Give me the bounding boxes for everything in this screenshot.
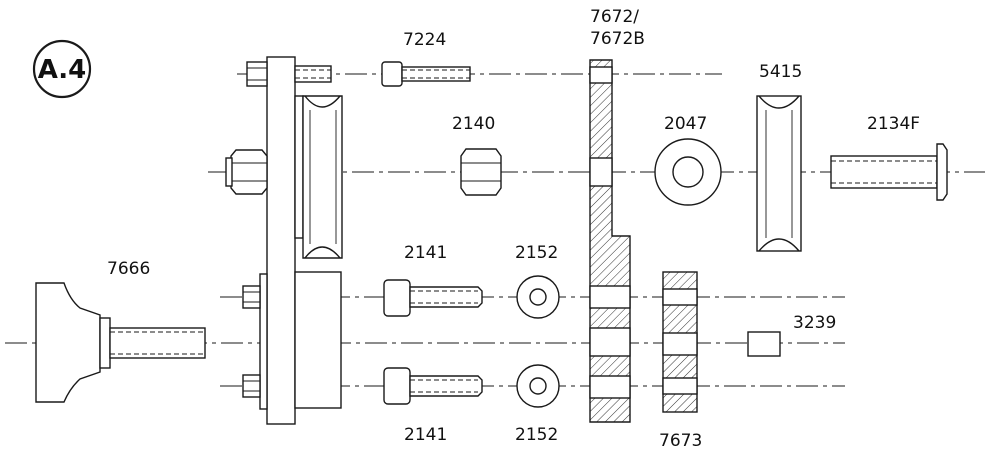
part-2141-screw-bottom: [383, 367, 483, 405]
label-2047: 2047: [664, 114, 707, 134]
part-2152-washer-top: [516, 275, 560, 319]
part-7672-plate: [589, 59, 631, 423]
label-2152-bottom: 2152: [515, 425, 558, 445]
label-2141-top: 2141: [404, 243, 447, 263]
part-7666-knob: [35, 282, 206, 403]
label-7224: 7224: [403, 30, 446, 50]
part-2047-washer: [654, 138, 722, 206]
part-7224-screw: [381, 61, 471, 87]
part-7673-gear: [662, 271, 698, 413]
label-2140: 2140: [452, 114, 495, 134]
label-7666: 7666: [107, 259, 150, 279]
part-2140-nut: [460, 148, 502, 196]
label-7672-line1: 7672/: [590, 7, 639, 27]
part-3239-block: [747, 331, 781, 357]
part-2134f-shaft: [830, 143, 948, 201]
label-2134f: 2134F: [867, 114, 920, 134]
part-2141-screw-top: [383, 279, 483, 317]
plate-assembly: [225, 56, 343, 425]
part-labels: 7224 7672/ 7672B 5415 2140 2047 2134F 76…: [107, 7, 920, 451]
label-5415: 5415: [759, 62, 802, 82]
label-3239: 3239: [793, 313, 836, 333]
label-2141-bottom: 2141: [404, 425, 447, 445]
section-badge-text: A.4: [38, 55, 87, 85]
label-2152-top: 2152: [515, 243, 558, 263]
part-5415-pulley: [756, 95, 802, 252]
label-7672-line2: 7672B: [590, 29, 645, 49]
part-2152-washer-bottom: [516, 364, 560, 408]
section-badge: A.4: [32, 39, 92, 99]
label-7673: 7673: [659, 431, 702, 451]
